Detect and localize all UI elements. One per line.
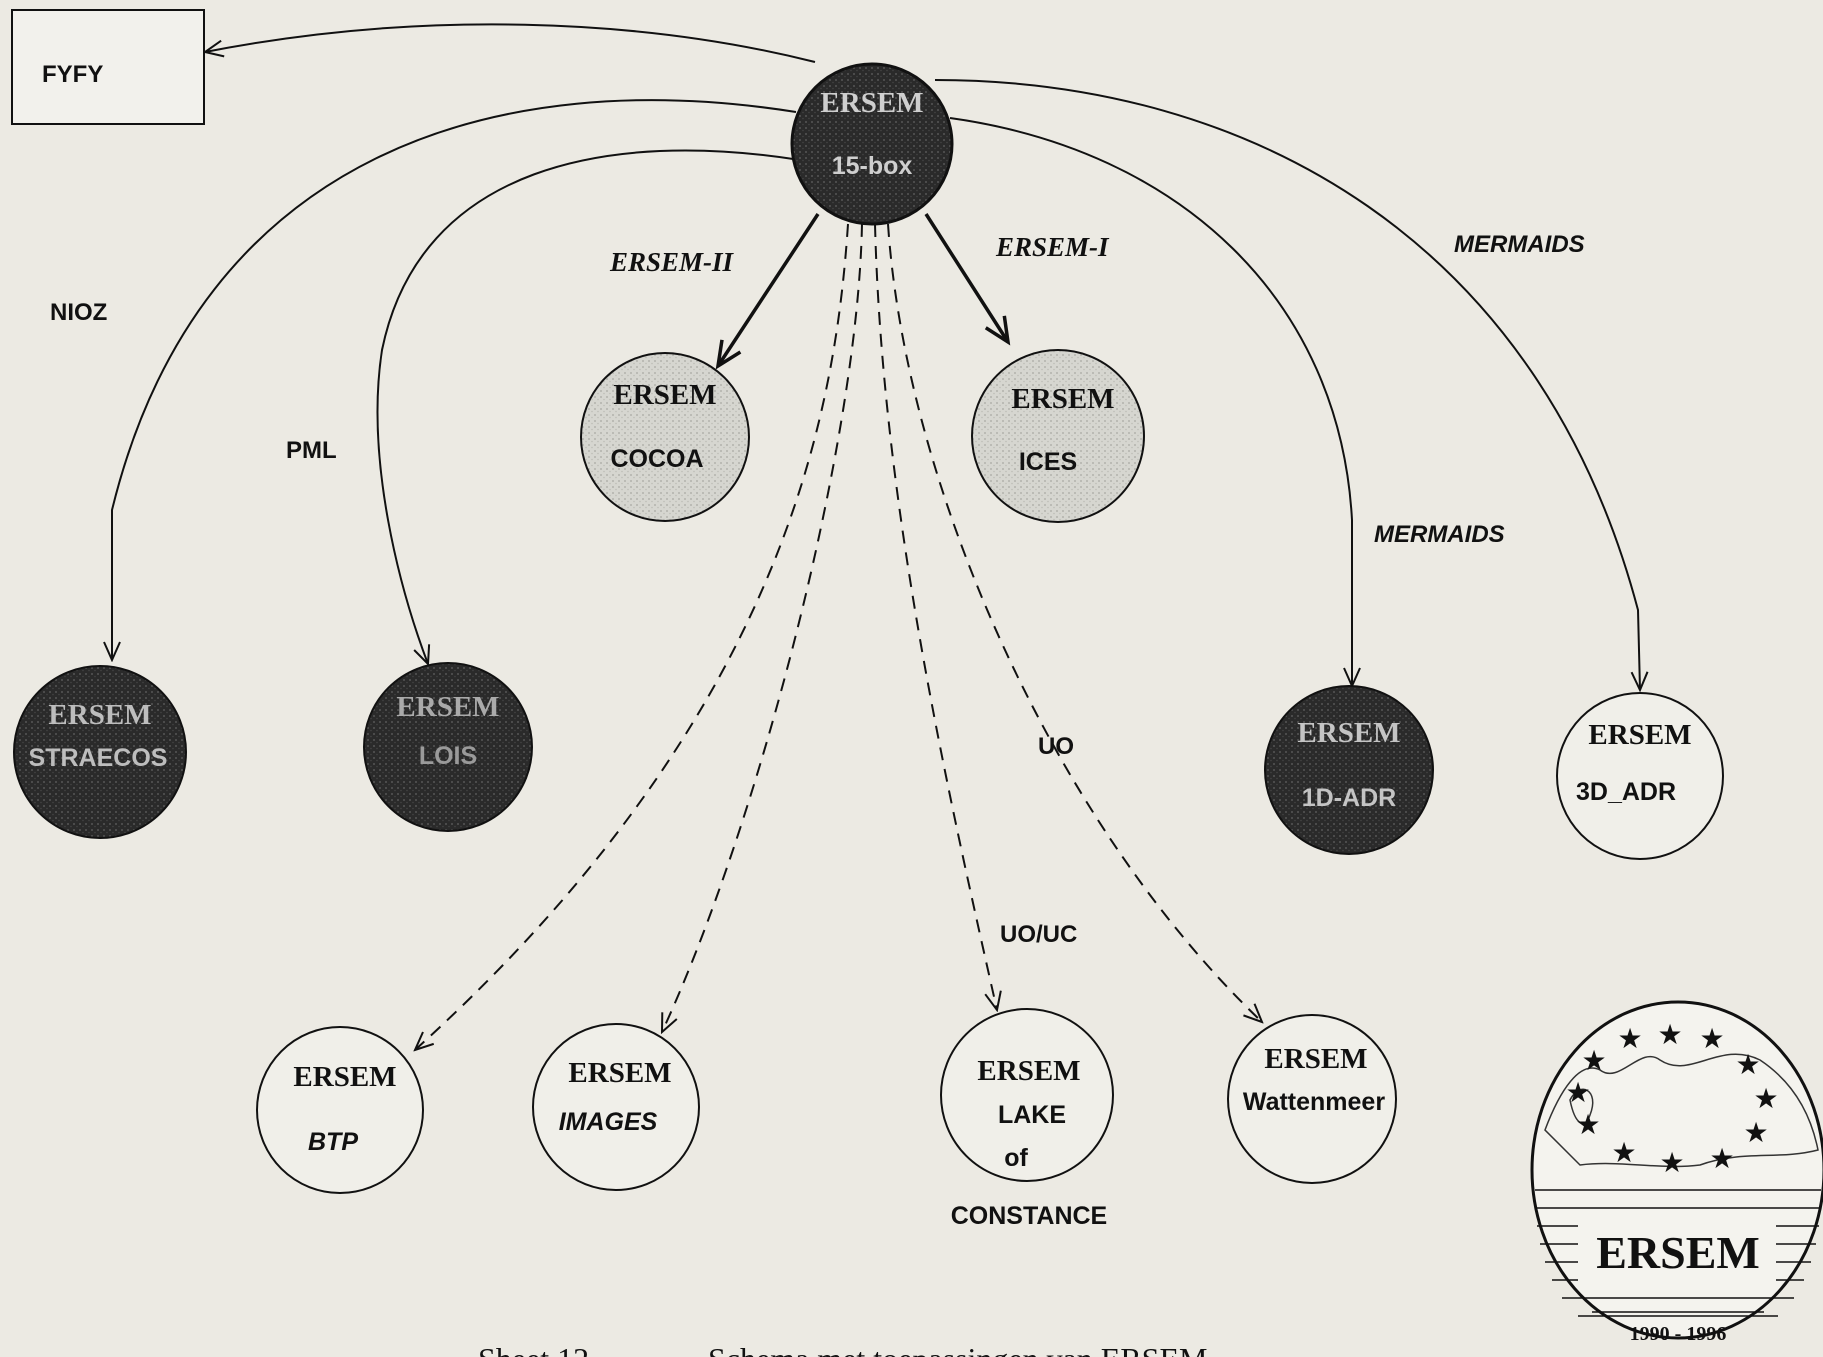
star-icon: ★ <box>1753 1082 1778 1115</box>
node-images: ERSEM IMAGES <box>532 1023 700 1191</box>
node-btp-title: ERSEM <box>293 1061 396 1093</box>
star-icon: ★ <box>1659 1146 1684 1179</box>
hub-title: ERSEM <box>820 87 923 119</box>
node-lake-line2: LAKE <box>998 1101 1066 1129</box>
star-icon: ★ <box>1699 1022 1724 1055</box>
node-1d-adr-title: ERSEM <box>1297 717 1400 749</box>
label-nioz: NIOZ <box>50 299 107 326</box>
node-3d-adr: ERSEM 3D_ADR <box>1556 692 1724 860</box>
edge-hub-to-wattenmeer <box>887 223 1262 1022</box>
node-ices-title: ERSEM <box>1011 383 1114 415</box>
node-images-sub: IMAGES <box>559 1108 658 1136</box>
edge-hub-to-1d-adr <box>949 117 1352 686</box>
node-cocoa-sub: COCOA <box>610 445 703 473</box>
edge-hub-to-cocoa <box>718 213 820 366</box>
node-straecos-title: ERSEM <box>48 699 151 731</box>
logo-coastline-2 <box>1569 1088 1594 1125</box>
star-icon: ★ <box>1617 1022 1642 1055</box>
star-icon: ★ <box>1581 1044 1606 1077</box>
node-straecos-sub: STRAECOS <box>29 744 168 772</box>
logo-title: ERSEM <box>1596 1227 1760 1278</box>
label-ersem-i: ERSEM-I <box>995 232 1110 262</box>
node-ices: ERSEM ICES <box>971 349 1145 523</box>
connectors <box>112 23 1640 1050</box>
edge-hub-to-lois <box>376 149 801 664</box>
node-lake-line3: of <box>1004 1144 1028 1172</box>
star-icon: ★ <box>1565 1076 1590 1109</box>
node-btp-sub: BTP <box>308 1128 358 1156</box>
label-uo-uc: UO/UC <box>1000 921 1077 948</box>
fyfy-label: FYFY <box>42 61 103 88</box>
label-mermaids-mid: MERMAIDS <box>1374 521 1505 548</box>
star-icon: ★ <box>1735 1048 1760 1081</box>
node-wattenmeer-sub: Wattenmeer <box>1243 1088 1385 1116</box>
star-icon: ★ <box>1657 1018 1682 1051</box>
node-lois-sub: LOIS <box>419 742 477 770</box>
edge-hub-to-3d-adr <box>934 79 1640 690</box>
star-icon: ★ <box>1575 1108 1600 1141</box>
logo-coastline <box>1544 1053 1819 1168</box>
caption-sheet: Sheet 12 <box>478 1341 589 1357</box>
node-lake-of-constance: ERSEM LAKE of CONSTANCE <box>940 1008 1114 1230</box>
node-1d-adr-sub: 1D-ADR <box>1302 784 1396 812</box>
edge-hub-to-images <box>662 223 863 1032</box>
caption-text: Schema met toepassingen van ERSEM <box>708 1341 1207 1357</box>
node-ices-sub: ICES <box>1019 448 1077 476</box>
node-lake-title: ERSEM <box>977 1055 1080 1087</box>
label-uo: UO <box>1038 733 1074 760</box>
ersem-logo: ★ ★ ★ ★ ★ ★ ★ ★ ★ ★ ★ ★ ERSEM 1990 - 199… <box>1530 1000 1823 1345</box>
edge-hub-to-btp <box>415 223 849 1050</box>
edge-hub-to-straecos <box>112 99 797 660</box>
star-icon: ★ <box>1611 1136 1636 1169</box>
node-images-title: ERSEM <box>568 1057 671 1089</box>
hub-subtitle: 15-box <box>832 152 913 180</box>
logo-stars: ★ ★ ★ ★ ★ ★ ★ ★ ★ ★ ★ ★ <box>1565 1018 1778 1179</box>
node-wattenmeer: ERSEM Wattenmeer <box>1227 1014 1397 1184</box>
node-cocoa: ERSEM COCOA <box>580 352 750 522</box>
node-lake-line4: CONSTANCE <box>951 1202 1107 1230</box>
node-wattenmeer-title: ERSEM <box>1264 1043 1367 1075</box>
star-icon: ★ <box>1709 1142 1734 1175</box>
edge-hub-to-lake <box>874 223 997 1010</box>
hub-node: ERSEM 15-box <box>790 62 954 226</box>
node-lois: ERSEM LOIS <box>363 662 533 832</box>
label-mermaids-top: MERMAIDS <box>1454 231 1585 258</box>
node-btp: ERSEM BTP <box>256 1026 424 1194</box>
label-pml: PML <box>286 437 337 464</box>
node-straecos: ERSEM STRAECOS <box>13 665 187 839</box>
edge-hub-to-fyfy <box>205 23 816 63</box>
node-3d-adr-sub: 3D_ADR <box>1576 778 1676 806</box>
logo-years: 1990 - 1996 <box>1630 1323 1727 1345</box>
fyfy-box: FYFY <box>11 9 205 125</box>
node-1d-adr: ERSEM 1D-ADR <box>1264 685 1434 855</box>
star-icon: ★ <box>1743 1116 1768 1149</box>
node-cocoa-title: ERSEM <box>613 379 716 411</box>
label-ersem-ii: ERSEM-II <box>609 247 735 277</box>
node-3d-adr-title: ERSEM <box>1588 719 1691 751</box>
node-lois-title: ERSEM <box>396 691 499 723</box>
edge-hub-to-ices <box>924 213 1008 342</box>
